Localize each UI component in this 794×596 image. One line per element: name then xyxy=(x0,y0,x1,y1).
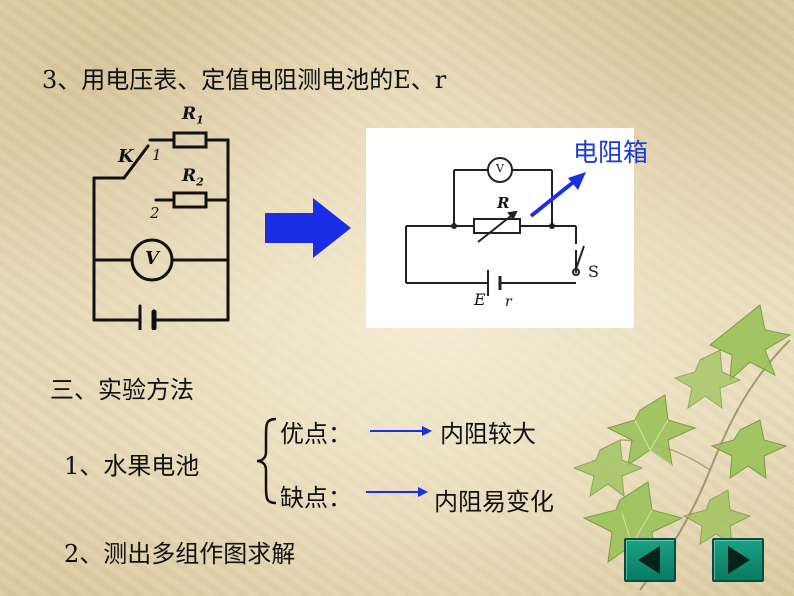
section-heading: 三、实验方法 xyxy=(50,376,194,404)
resistance-box-annotation: 电阻箱 xyxy=(573,138,649,167)
next-slide-button[interactable] xyxy=(712,538,764,582)
item1-label: 1、水果电池 xyxy=(64,452,200,480)
pro-value: 内阻较大 xyxy=(440,420,536,448)
r1-label: R1 xyxy=(182,104,204,127)
pro-label: 优点： xyxy=(280,420,352,448)
left-contact-1: 1 xyxy=(152,146,162,164)
con-value: 内阻易变化 xyxy=(434,488,554,516)
con-label: 缺点： xyxy=(280,484,352,512)
triangle-left-icon xyxy=(638,546,660,574)
right-switch-label: S xyxy=(588,262,599,281)
internal-resistance-label: r xyxy=(505,294,512,310)
con-arrow-icon xyxy=(366,487,428,497)
left-contact-2: 2 xyxy=(150,204,160,222)
slide-title: 3、用电压表、定值电阻测电池的E、r xyxy=(42,66,447,94)
annotation-arrow-icon xyxy=(529,172,586,218)
circuit-diagram-left xyxy=(92,131,230,330)
left-switch-label: K xyxy=(118,146,134,167)
previous-slide-button[interactable] xyxy=(624,538,676,582)
rheostat-label: R xyxy=(497,194,510,212)
circuit-diagram-right-panel xyxy=(366,128,634,328)
ivy-decoration xyxy=(572,304,792,591)
item2-label: 2、测出多组作图求解 xyxy=(64,540,296,568)
pro-arrow-icon xyxy=(370,426,432,436)
left-voltmeter-label: V xyxy=(145,248,159,269)
circuit-diagram-right xyxy=(405,157,585,296)
right-voltmeter-label: V xyxy=(496,162,504,175)
triangle-right-icon xyxy=(728,546,750,574)
left-brace-icon xyxy=(256,417,277,505)
r2-label: R2 xyxy=(182,166,204,189)
right-arrow-icon xyxy=(265,198,351,258)
emf-label: E xyxy=(474,290,486,309)
